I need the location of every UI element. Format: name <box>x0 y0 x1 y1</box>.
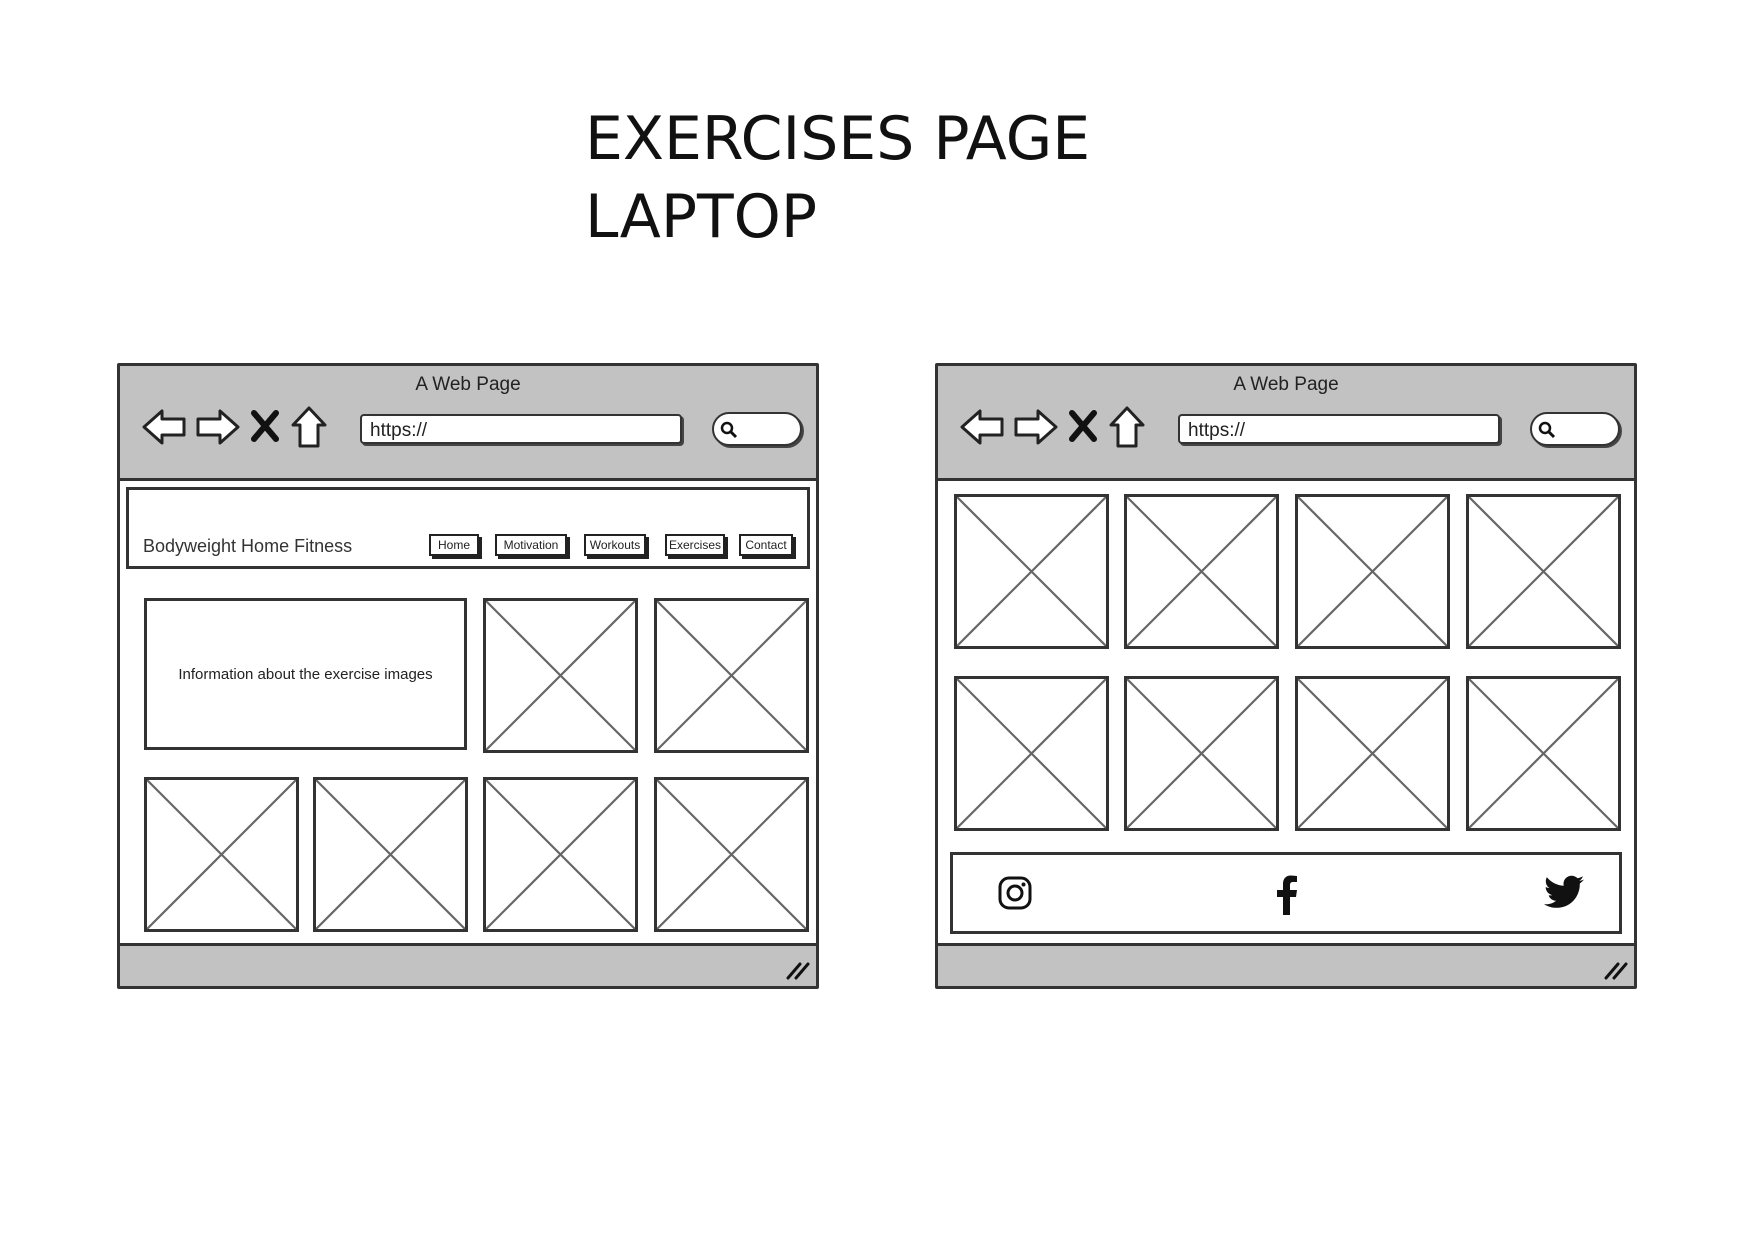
url-bar[interactable]: https:// <box>360 414 682 444</box>
image-placeholder <box>144 777 299 932</box>
browser-status-bar <box>120 943 816 986</box>
image-placeholder <box>483 777 638 932</box>
page-title-line-2: LAPTOP <box>585 182 818 252</box>
nav-button-home[interactable]: Home <box>429 534 479 556</box>
browser-mockup-bottom: A Web Page https:// <box>935 363 1637 989</box>
social-footer <box>950 852 1622 934</box>
image-placeholder <box>1295 676 1450 831</box>
browser-mockup-top: A Web Page https:// Bodyweight Home Fitn… <box>117 363 819 989</box>
browser-search-field[interactable] <box>712 412 802 446</box>
image-placeholder <box>483 598 638 753</box>
site-brand: Bodyweight Home Fitness <box>143 536 353 556</box>
twitter-icon[interactable] <box>1543 875 1585 915</box>
browser-window-title: A Web Page <box>1233 374 1339 395</box>
exercise-info-text: Information about the exercise images <box>178 665 433 683</box>
image-placeholder <box>1466 676 1621 831</box>
home-icon[interactable] <box>1108 405 1146 449</box>
browser-search-field[interactable] <box>1530 412 1620 446</box>
image-placeholder <box>1124 494 1279 649</box>
image-placeholder <box>654 598 809 753</box>
image-placeholder <box>954 676 1109 831</box>
nav-button-workouts[interactable]: Workouts <box>584 534 646 556</box>
image-placeholder <box>1295 494 1450 649</box>
resize-grip-icon[interactable] <box>1602 958 1628 980</box>
browser-chrome: A Web Page https:// <box>120 366 816 481</box>
nav-button-exercises[interactable]: Exercises <box>665 534 725 556</box>
browser-nav-icons <box>960 402 1146 452</box>
instagram-icon[interactable] <box>997 875 1033 915</box>
browser-nav-icons <box>142 402 328 452</box>
url-bar[interactable]: https:// <box>1178 414 1500 444</box>
nav-button-contact[interactable]: Contact <box>739 534 793 556</box>
search-icon <box>720 421 738 439</box>
image-placeholder <box>654 777 809 932</box>
nav-button-motivation[interactable]: Motivation <box>495 534 567 556</box>
image-placeholder <box>1124 676 1279 831</box>
home-icon[interactable] <box>290 405 328 449</box>
browser-chrome: A Web Page https:// <box>938 366 1634 481</box>
page-title: EXERCISES PAGE LAPTOP <box>585 100 1090 256</box>
close-icon[interactable] <box>1068 409 1098 445</box>
close-icon[interactable] <box>250 409 280 445</box>
forward-arrow-icon[interactable] <box>196 407 240 447</box>
back-arrow-icon[interactable] <box>960 407 1004 447</box>
back-arrow-icon[interactable] <box>142 407 186 447</box>
page-title-line-1: EXERCISES PAGE <box>585 104 1091 174</box>
search-icon <box>1538 421 1556 439</box>
browser-status-bar <box>938 943 1634 986</box>
image-placeholder <box>1466 494 1621 649</box>
resize-grip-icon[interactable] <box>784 958 810 980</box>
image-placeholder <box>954 494 1109 649</box>
site-header: Bodyweight Home Fitness Home Motivation … <box>126 487 810 569</box>
browser-window-title: A Web Page <box>415 374 521 395</box>
image-placeholder <box>313 777 468 932</box>
exercise-info-box: Information about the exercise images <box>144 598 467 750</box>
facebook-icon[interactable] <box>1275 875 1299 919</box>
forward-arrow-icon[interactable] <box>1014 407 1058 447</box>
